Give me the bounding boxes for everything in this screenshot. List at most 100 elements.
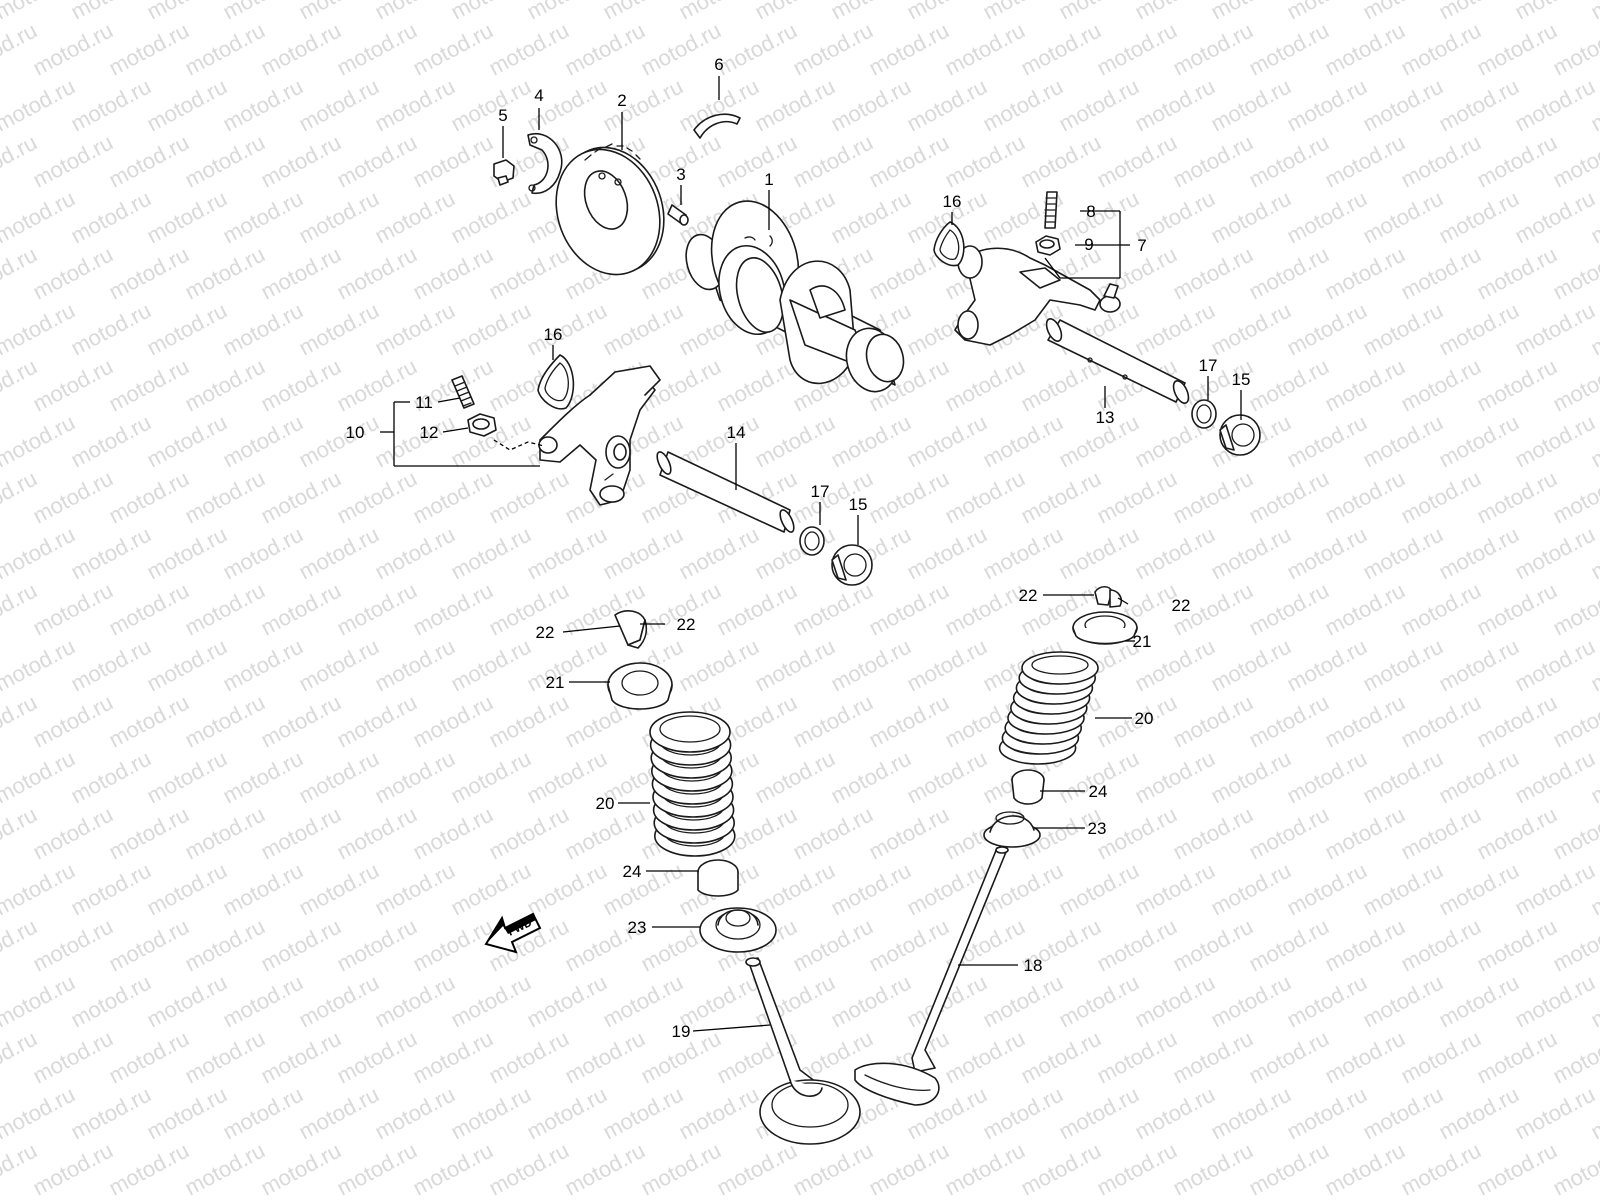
watermark-text: motod.ru — [105, 354, 193, 417]
watermark-text: motod.ru — [143, 1082, 231, 1145]
watermark-text: motod.ru — [1549, 242, 1600, 305]
watermark-text: motod.ru — [1549, 914, 1600, 977]
watermark-text: motod.ru — [295, 410, 383, 473]
watermark-text: motod.ru — [1283, 1082, 1371, 1145]
watermark-text: motod.ru — [1283, 634, 1371, 697]
watermark-text: motod.ru — [1359, 522, 1447, 585]
watermark-text: motod.ru — [181, 578, 269, 641]
watermark-text: motod.ru — [333, 130, 421, 193]
watermark-text: motod.ru — [295, 970, 383, 1033]
camshaft — [685, 200, 905, 393]
watermark-text: motod.ru — [1283, 0, 1371, 24]
watermark-text: motod.ru — [409, 802, 497, 865]
watermark-text: motod.ru — [219, 970, 307, 1033]
watermark-text: motod.ru — [751, 522, 839, 585]
watermark-text: motod.ru — [1511, 0, 1599, 24]
watermark-text: motod.ru — [1359, 746, 1447, 809]
watermark-text: motod.ru — [1283, 746, 1371, 809]
watermark-text: motod.ru — [1549, 354, 1600, 417]
watermark-text: motod.ru — [713, 130, 801, 193]
watermark-text: motod.ru — [1435, 410, 1523, 473]
watermark-text: motod.ru — [371, 74, 459, 137]
bolt — [493, 159, 515, 186]
watermark-text: motod.ru — [447, 74, 535, 137]
valve-stem-seal-right — [983, 811, 1041, 848]
o-ring-shaft-right — [1191, 399, 1217, 429]
watermark-text: motod.ru — [219, 1082, 307, 1145]
watermark-text: motod.ru — [409, 690, 497, 753]
watermark-text: motod.ru — [523, 298, 611, 361]
watermark-text: motod.ru — [1093, 130, 1181, 193]
watermark-text: motod.ru — [903, 522, 991, 585]
watermark-text: motod.ru — [0, 74, 79, 137]
spring-seat-left — [697, 859, 739, 897]
watermark-text: motod.ru — [1397, 130, 1485, 193]
watermark-text: motod.ru — [979, 410, 1067, 473]
watermark-text: motod.ru — [1435, 858, 1523, 921]
watermark-text: motod.ru — [67, 0, 155, 24]
watermark-text: motod.ru — [181, 354, 269, 417]
watermark-text: motod.ru — [1511, 410, 1599, 473]
watermark-text: motod.ru — [295, 1082, 383, 1145]
watermark-text: motod.ru — [257, 578, 345, 641]
watermark-text: motod.ru — [105, 18, 193, 81]
watermark-text: motod.ru — [1207, 522, 1295, 585]
watermark-text: motod.ru — [257, 18, 345, 81]
watermark-text: motod.ru — [0, 858, 79, 921]
watermark-text: motod.ru — [903, 746, 991, 809]
watermark-text: motod.ru — [181, 242, 269, 305]
watermark-text: motod.ru — [675, 522, 763, 585]
watermark-text: motod.ru — [1587, 0, 1600, 24]
lock-nut-left — [467, 413, 497, 437]
cam-sprocket — [555, 143, 665, 276]
spring-coil-inner — [1031, 655, 1089, 675]
watermark-text: motod.ru — [181, 690, 269, 753]
watermark-text: motod.ru — [1093, 1138, 1181, 1200]
callout-19: 19 — [672, 1022, 691, 1041]
watermark-text: motod.ru — [295, 186, 383, 249]
watermark-text: motod.ru — [181, 130, 269, 193]
adjusting-screw-right — [1044, 191, 1058, 229]
o-ring-shaft-left — [799, 526, 825, 556]
callout-15-left: 15 — [849, 495, 868, 514]
watermark-text: motod.ru — [29, 914, 117, 977]
callout-20-right: 20 — [1135, 709, 1154, 728]
watermark-text: motod.ru — [0, 186, 79, 249]
watermark-text: motod.ru — [1245, 578, 1333, 641]
watermark-text: motod.ru — [67, 1082, 155, 1145]
shaft-cap-right — [1219, 414, 1261, 456]
watermark-text: motod.ru — [1055, 1082, 1143, 1145]
watermark-text: motod.ru — [941, 130, 1029, 193]
watermark-text: motod.ru — [333, 914, 421, 977]
watermark-text: motod.ru — [257, 130, 345, 193]
watermark-text: motod.ru — [1511, 522, 1599, 585]
watermark-text: motod.ru — [1131, 0, 1219, 24]
watermark-text: motod.ru — [1549, 466, 1600, 529]
valve-spring-right — [998, 651, 1099, 765]
watermark-text: motod.ru — [1473, 130, 1561, 193]
watermark-text: motod.ru — [1435, 74, 1523, 137]
watermark-text: motod.ru — [1131, 522, 1219, 585]
callout-labels: 6 2 4 5 3 1 16 8 9 7 17 15 13 16 11 12 1… — [346, 55, 1251, 1041]
watermark-text: motod.ru — [447, 0, 535, 24]
watermark-text: motod.ru — [371, 0, 459, 24]
watermark-text: motod.ru — [1283, 186, 1371, 249]
watermark-text: motod.ru — [219, 634, 307, 697]
callout-20-left: 20 — [596, 794, 615, 813]
watermark-text: motod.ru — [789, 18, 877, 81]
watermark-text: motod.ru — [1549, 1026, 1600, 1089]
watermark-text: motod.ru — [789, 690, 877, 753]
watermark-text: motod.ru — [1207, 186, 1295, 249]
callout-23-left: 23 — [628, 918, 647, 937]
watermark-text: motod.ru — [827, 74, 915, 137]
watermark-text: motod.ru — [1511, 74, 1599, 137]
watermark-text: motod.ru — [1283, 858, 1371, 921]
cotter-halves-left — [614, 610, 648, 649]
watermark-text: motod.ru — [333, 802, 421, 865]
watermark-text: motod.ru — [29, 578, 117, 641]
watermark-text: motod.ru — [295, 858, 383, 921]
callout-5: 5 — [498, 106, 507, 125]
watermark-text: motod.ru — [827, 970, 915, 1033]
watermark-text: motod.ru — [1321, 802, 1409, 865]
watermark-text: motod.ru — [1245, 466, 1333, 529]
